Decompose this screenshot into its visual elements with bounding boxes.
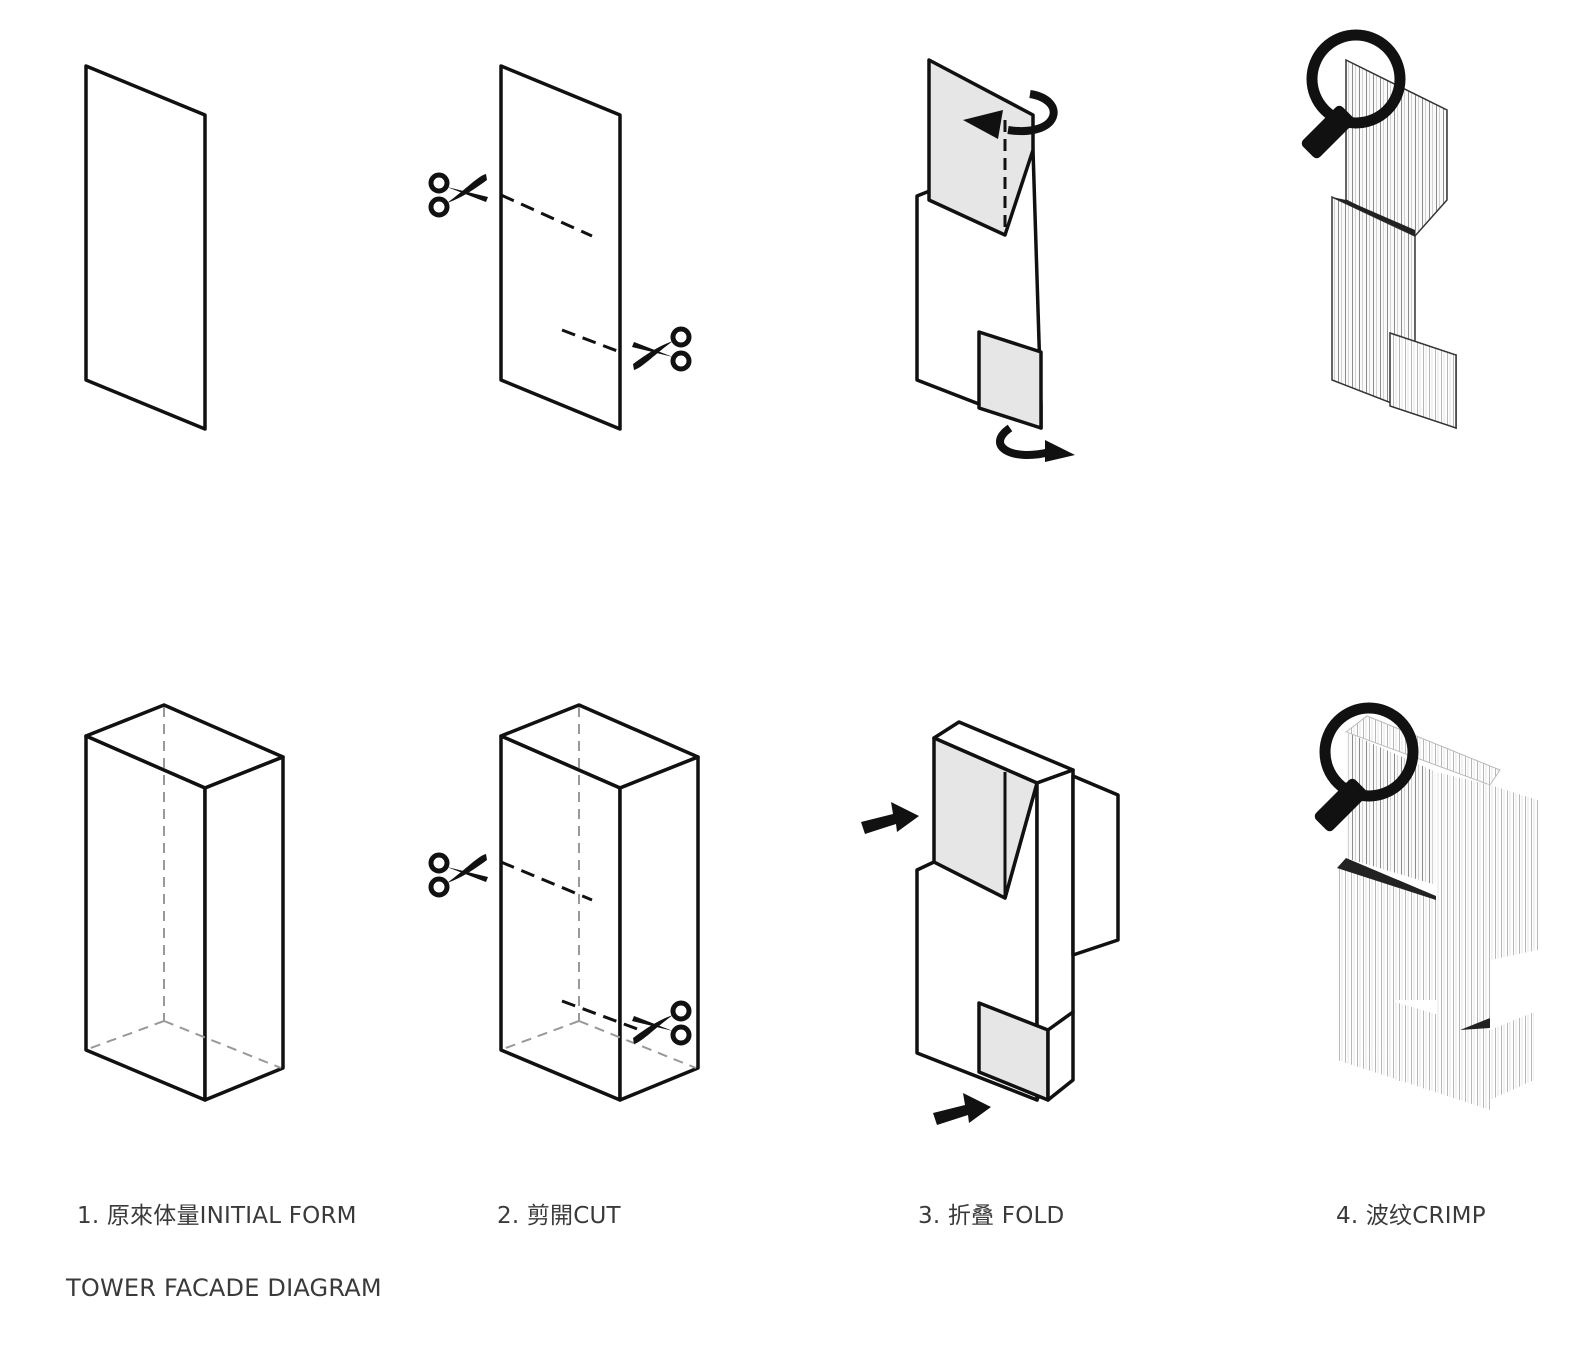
scissors-icon [431, 854, 488, 895]
step-label-crimp: 4. 波纹CRIMP [1336, 1203, 1486, 1229]
rotate-arrow-icon [963, 90, 1058, 139]
push-arrow-icon [861, 802, 919, 834]
box-folded [861, 720, 1120, 1125]
box-cut [431, 703, 700, 1102]
flat-panel-crimped [1300, 35, 1457, 430]
scissors-icon [431, 174, 488, 215]
scissors-icon [632, 329, 689, 370]
box-initial [84, 703, 285, 1102]
cut-line-lower [561, 328, 621, 354]
step-label-fold: 3. 折叠 FOLD [918, 1203, 1065, 1229]
step-label-cut: 2. 剪開CUT [497, 1203, 621, 1229]
diagram-title: TOWER FACADE DIAGRAM [66, 1274, 382, 1302]
rotate-arrow-icon [996, 424, 1075, 462]
flat-panel-cut [431, 64, 689, 431]
push-arrow-icon [933, 1093, 991, 1125]
box-crimped [1313, 708, 1538, 1110]
flat-panel-folded [915, 58, 1075, 462]
cut-line-upper [500, 193, 593, 238]
step-label-initial-form: 1. 原來体量INITIAL FORM [77, 1203, 357, 1229]
flat-panel-initial [84, 64, 207, 431]
